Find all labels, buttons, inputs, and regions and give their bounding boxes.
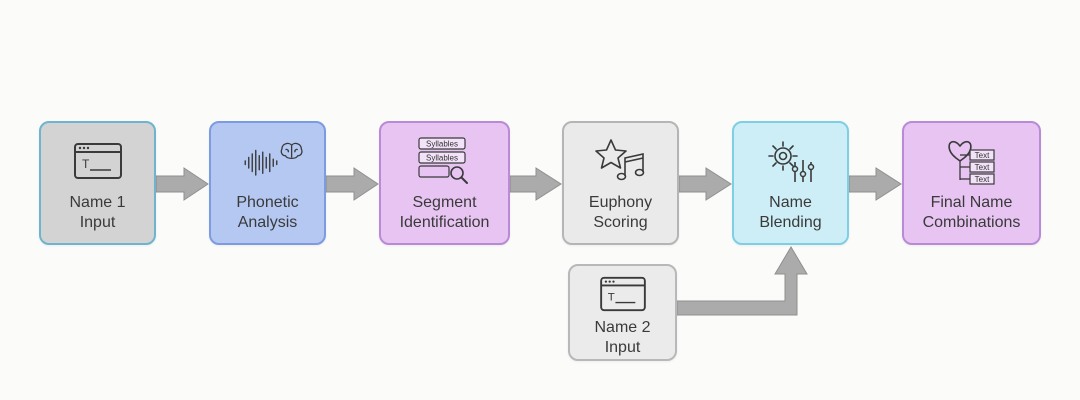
star-music-note-icon (586, 137, 656, 185)
syllables-tag-2: Syllables (425, 154, 457, 163)
gear-sliders-icon (756, 137, 826, 185)
syllables-search-icon: Syllables Syllables (410, 137, 480, 185)
arrow-blending-to-final (848, 167, 902, 201)
node-segment-identification: Syllables Syllables Segment Identificati… (379, 121, 510, 245)
node-label: Final Name Combinations (922, 194, 1021, 231)
node-euphony-scoring: Euphony Scoring (562, 121, 679, 245)
svg-text:T: T (82, 157, 90, 171)
text-input-window-icon: T (63, 137, 133, 185)
heart-text-list-icon: Text Text Text (937, 137, 1007, 185)
node-label: Segment Identification (399, 194, 490, 231)
node-name1-input: T Name 1 Input (39, 121, 156, 245)
node-label: Name 1 Input (69, 194, 126, 231)
node-final-name-combinations: Text Text Text Final Name Combinations (902, 121, 1041, 245)
arrow-euphony-to-blending (678, 167, 732, 201)
arrow-name2-to-blending (676, 246, 808, 316)
syllables-tag-1: Syllables (425, 140, 457, 149)
node-phonetic-analysis: Phonetic Analysis (209, 121, 326, 245)
node-label: Phonetic Analysis (236, 194, 299, 231)
text-item-1: Text (974, 151, 989, 160)
text-input-window-icon: T (588, 274, 658, 314)
text-item-3: Text (974, 175, 989, 184)
arrow-segment-to-euphony (509, 167, 562, 201)
node-label: Name 2 Input (594, 319, 651, 356)
text-item-2: Text (974, 163, 989, 172)
node-name2-input: T Name 2 Input (568, 264, 677, 361)
svg-text:T: T (607, 292, 614, 304)
soundwave-brain-icon (233, 137, 303, 185)
arrow-phonetic-to-segment (325, 167, 379, 201)
node-name-blending: Name Blending (732, 121, 849, 245)
node-label: Euphony Scoring (588, 194, 653, 231)
node-label: Name Blending (759, 194, 822, 231)
arrow-name1-to-phonetic (155, 167, 209, 201)
